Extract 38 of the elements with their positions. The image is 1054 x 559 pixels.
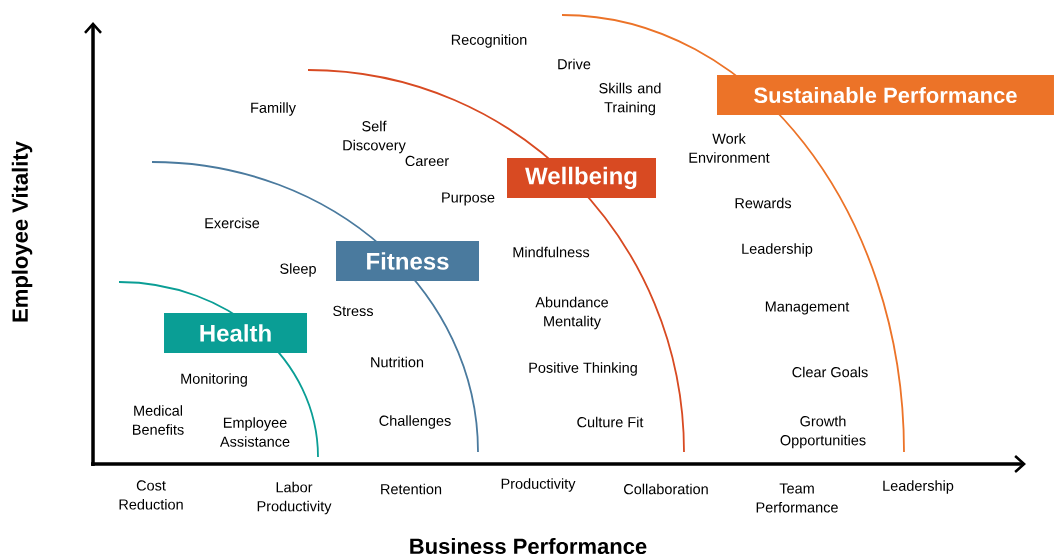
factor-label: Self Discovery: [343, 120, 406, 154]
factor-label: Stress: [333, 305, 374, 317]
factor-label: Leadership: [742, 243, 813, 257]
category-banner: Sustainable Performance: [717, 75, 1054, 115]
factor-label: Positive Thinking: [529, 362, 637, 376]
factor-label: Management: [765, 301, 850, 315]
factor-label: Work Environment: [689, 133, 770, 163]
axis-tick-label: Productivity: [501, 478, 576, 492]
factor-label: Clear Goals: [792, 366, 868, 378]
factor-label: Rewards: [735, 197, 792, 209]
factor-label: Employee Assistance: [220, 417, 290, 447]
axis-tick-label: Collaboration: [624, 483, 708, 495]
category-banner: Wellbeing: [507, 158, 656, 198]
factor-label: Familly: [251, 102, 296, 116]
factor-label: Nutrition: [371, 356, 424, 368]
factor-label: Growth Opportunities: [780, 415, 866, 449]
category-banner: Health: [164, 313, 307, 353]
factor-label: Career: [405, 155, 449, 167]
axis-tick-label: Team Performance: [756, 483, 838, 513]
axis-tick-label: Cost Reduction: [119, 480, 183, 510]
factor-label: Abundance Mentality: [535, 296, 609, 330]
axis-tick-label: Retention: [381, 483, 442, 495]
factor-label: Exercise: [205, 217, 260, 229]
factor-label: Drive: [558, 58, 591, 70]
factor-label: Skills and Training: [599, 82, 661, 116]
axis-title: Employee Vitality: [11, 141, 33, 322]
factor-label: Mindfulness: [513, 246, 590, 258]
factor-label: Purpose: [442, 192, 495, 206]
axis-title: Business Performance: [410, 537, 647, 555]
category-banner: Fitness: [336, 241, 479, 281]
factor-label: Monitoring: [181, 373, 247, 387]
axis-tick-label: Leadership: [883, 480, 954, 494]
axis-tick-label: Labor Productivity: [257, 481, 332, 515]
factor-label: Recognition: [451, 34, 527, 48]
factor-label: Sleep: [280, 263, 316, 277]
factor-label: Challenges: [379, 415, 451, 429]
factor-label: Medical Benefits: [133, 405, 184, 435]
factor-label: Culture Fit: [577, 416, 644, 428]
